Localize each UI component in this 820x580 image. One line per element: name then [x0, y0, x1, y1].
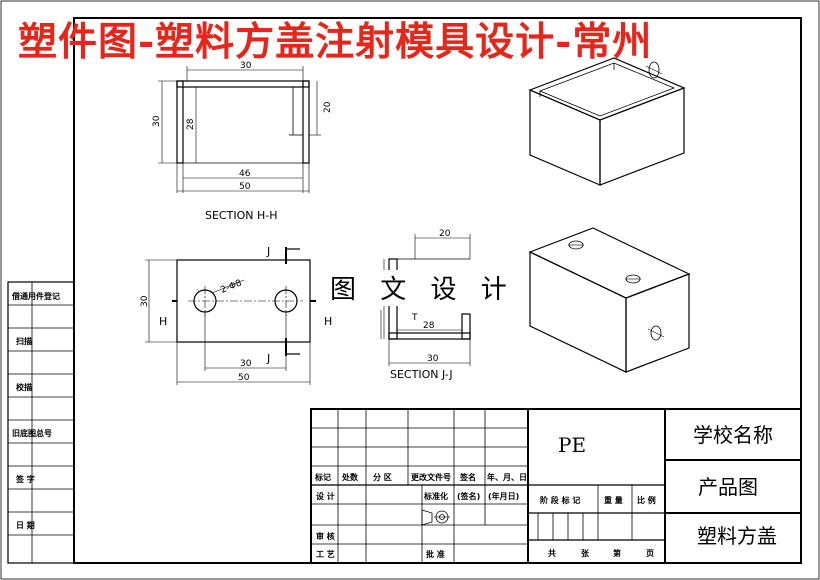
mark-h-right: H: [324, 315, 332, 328]
top-dim-spacing: 30: [240, 359, 252, 369]
strip-label-2: 扫描: [16, 336, 32, 346]
hh-dim-right: 20: [323, 101, 333, 113]
tb-material: PE: [558, 433, 586, 457]
tb-header-zone: 分 区: [373, 472, 392, 482]
tb-weight: 重 量: [604, 495, 623, 505]
tb-standard: 标准化: [423, 491, 448, 501]
hh-dim-inner-height: 28: [186, 118, 196, 130]
strip-label-3: 校描: [16, 382, 32, 392]
mark-j-top: J: [266, 245, 270, 258]
section-hh-view: 30 30 28 20 46 50 SECTION H-H: [152, 61, 333, 222]
strip-label-4: 旧底图总号: [12, 428, 52, 438]
tb-part-name: 塑料方盖: [697, 524, 777, 548]
tb-drawing-type: 产品图: [698, 475, 758, 499]
top-dim-height: 30: [140, 295, 150, 307]
tb-header-date: 年、月、日: [487, 472, 527, 482]
tb-header-docno: 更改文件号: [411, 472, 451, 482]
tb-design: 设 计: [316, 491, 335, 501]
tb-sheets-unit2: 页: [646, 549, 654, 558]
tb-sheets-total: 共: [548, 548, 556, 558]
tb-header-mark: 标记: [314, 472, 331, 482]
iso-closed-box: [528, 227, 691, 373]
top-dim-width: 50: [238, 373, 250, 383]
jj-dim-inner: 28: [423, 321, 435, 331]
section-jj-label: SECTION J-J: [390, 368, 453, 381]
jj-dim-top: 20: [439, 229, 451, 239]
jj-dim-bottom: 30: [427, 354, 439, 364]
tb-header-count: 处数: [341, 472, 359, 482]
tb-scale: 比 例: [637, 495, 656, 505]
hh-dim-outer-width: 50: [239, 182, 251, 192]
tb-date: (年月日): [488, 491, 519, 501]
projection-symbol-icon: [421, 509, 450, 526]
hh-dim-outer-height: 30: [152, 115, 162, 127]
tb-header-sign: 签名: [459, 472, 476, 482]
tb-sign: (签名): [457, 491, 480, 501]
hh-dim-inner-width: 46: [239, 169, 251, 179]
banner-title: 塑件图-塑料方盖注射模具设计-常州: [18, 19, 653, 65]
hh-dim-top: 30: [240, 61, 252, 71]
section-jj-view: 20 28 T 30 SECTION J-J: [380, 229, 471, 381]
section-hh-label: SECTION H-H: [205, 209, 277, 222]
tb-stage: 阶 段 标 记: [540, 495, 580, 505]
mark-h-left: H: [159, 315, 167, 328]
tb-review: 审 核: [316, 531, 335, 541]
tb-process: 工 艺: [316, 549, 335, 559]
iso-open-box: [528, 57, 686, 186]
mark-j-bottom: J: [266, 352, 270, 365]
left-strip: 借通用件登记 扫描 校描 旧底图总号 签 字 日 期: [7, 281, 75, 564]
tb-approve: 批 准: [426, 549, 445, 559]
jj-mark: T: [411, 313, 418, 323]
tb-school: 学校名称: [693, 423, 773, 447]
strip-label-6: 日 期: [16, 520, 35, 530]
tb-sheets-no: 第: [613, 548, 621, 558]
title-block: 标记 处数 分 区 更改文件号 签名 年、月、日 设 计 标准化 (签名) (年…: [310, 408, 802, 564]
tb-sheets-unit1: 张: [581, 549, 590, 558]
top-view: 2-Φ8 J J H H 30 30 50: [140, 245, 332, 385]
strip-label-5: 签 字: [15, 474, 35, 484]
watermark: 图 文 设 计: [330, 275, 515, 305]
strip-label-1: 借通用件登记: [11, 291, 60, 301]
hole-dim: 2-Φ8: [219, 278, 243, 296]
